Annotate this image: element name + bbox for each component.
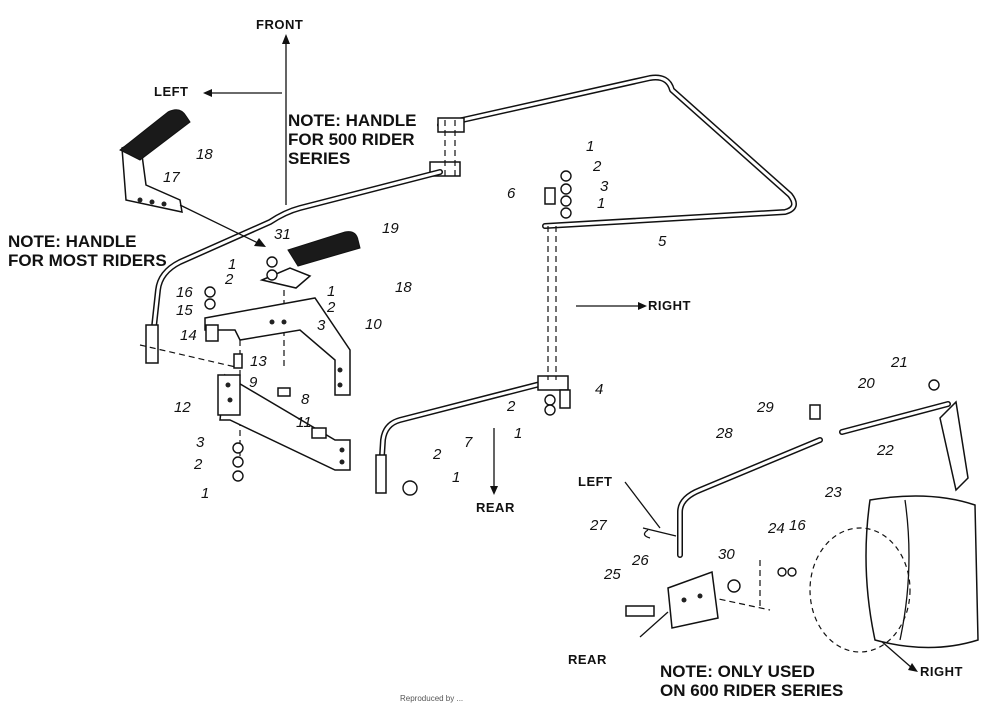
part-number: 27 (590, 517, 607, 534)
part-number: 18 (395, 279, 412, 296)
front-label: FRONT (256, 17, 304, 32)
part-number: 1 (327, 283, 336, 300)
rear-bar-5 (429, 74, 797, 229)
part-number: 9 (249, 374, 258, 391)
part-number: 1 (514, 425, 523, 442)
part-number: 26 (632, 552, 649, 569)
part-number: 28 (716, 425, 733, 442)
part-number: 10 (365, 316, 382, 333)
left-label-bottom: LEFT (578, 474, 613, 489)
part-number: 4 (595, 381, 604, 398)
part-number: 2 (507, 398, 516, 415)
part-number: 7 (464, 434, 473, 451)
part-number: 12 (174, 399, 191, 416)
part-number: 30 (718, 546, 735, 563)
part-number: 8 (301, 391, 310, 408)
part-number: 3 (317, 317, 326, 334)
part-number: 1 (201, 485, 210, 502)
part-number: 2 (327, 299, 336, 316)
part-number: 1 (452, 469, 461, 486)
right-label-bottom: RIGHT (920, 664, 963, 679)
direction-arrows (203, 34, 918, 672)
part-number: 14 (180, 327, 197, 344)
part-number: 31 (274, 226, 291, 243)
part-number: 17 (163, 169, 180, 186)
handle-500-series (259, 231, 361, 289)
part-number: 3 (600, 178, 609, 195)
handle-most-riders (119, 109, 191, 213)
part-number: 24 (768, 520, 785, 537)
part-number: 2 (225, 271, 234, 288)
rear-label-bottom: REAR (568, 652, 607, 667)
part-number: 15 (176, 302, 193, 319)
lever-assembly (625, 400, 969, 629)
note-handle-500: NOTE: HANDLE FOR 500 RIDER SERIES (288, 111, 417, 168)
mounting-bracket (204, 297, 351, 471)
part-number: 22 (877, 442, 894, 459)
footer-text: Reproduced by ... (400, 694, 464, 703)
note-handle-most: NOTE: HANDLE FOR MOST RIDERS (8, 232, 167, 270)
part-number: 13 (250, 353, 267, 370)
note-only-600: NOTE: ONLY USED ON 600 RIDER SERIES (660, 662, 844, 700)
part-number: 2 (194, 456, 203, 473)
part-number: 16 (176, 284, 193, 301)
part-number: 2 (433, 446, 442, 463)
part-number: 21 (891, 354, 908, 371)
part-number: 19 (382, 220, 399, 237)
part-number: 5 (658, 233, 667, 250)
part-number: 1 (228, 256, 237, 273)
part-number: 20 (858, 375, 875, 392)
part-number: 23 (825, 484, 842, 501)
left-label-top: LEFT (154, 84, 189, 99)
right-label-mid: RIGHT (648, 298, 691, 313)
part-number: 18 (196, 146, 213, 163)
part-number: 25 (604, 566, 621, 583)
part-number: 2 (593, 158, 602, 175)
part-number: 29 (757, 399, 774, 416)
part-number: 16 (789, 517, 806, 534)
grass-bag (809, 495, 979, 653)
part-number: 11 (296, 414, 312, 431)
bar-7 (375, 375, 569, 494)
front-bar-19 (145, 169, 443, 364)
part-number: 6 (507, 185, 516, 202)
rear-label-mid: REAR (476, 500, 515, 515)
hardware (204, 170, 940, 577)
part-number: 1 (586, 138, 595, 155)
part-number: 1 (597, 195, 606, 212)
part-number: 3 (196, 434, 205, 451)
